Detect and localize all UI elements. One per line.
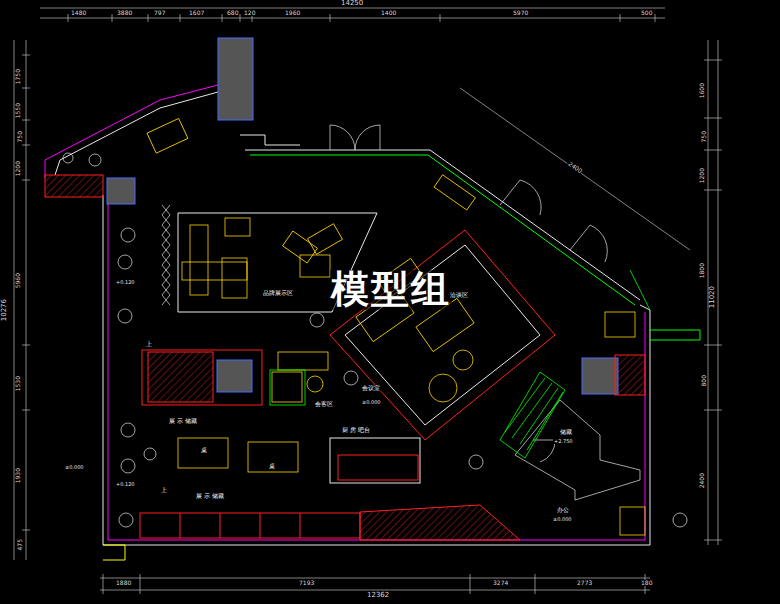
dim: 800 <box>701 374 707 387</box>
stair-note: 上 <box>145 341 153 347</box>
dim: 1550 <box>15 102 21 119</box>
dim: 1960 <box>284 10 301 16</box>
dim: 1480 <box>70 10 87 16</box>
room-label: 会客区 <box>314 401 334 407</box>
level-mark: +0.120 <box>115 482 136 487</box>
watermark: 模型组 <box>330 270 452 310</box>
room-label: 品牌展示区 <box>262 290 294 296</box>
dim: 5960 <box>15 272 21 289</box>
room-label: 展 示 储藏 <box>195 493 225 499</box>
dim: 2400 <box>699 472 705 489</box>
dim: 7193 <box>298 580 315 586</box>
dim: 1750 <box>15 68 21 85</box>
dim: 1607 <box>188 10 205 16</box>
dim: 475 <box>17 538 23 551</box>
dim: 1880 <box>115 580 132 586</box>
room-label: 会议室 <box>361 385 381 391</box>
dim: 2773 <box>576 580 593 586</box>
room-label: 储藏 <box>559 429 573 435</box>
level-mark: +0.120 <box>115 280 136 285</box>
dim-total: 14250 <box>340 0 364 7</box>
dim: 120 <box>243 10 256 16</box>
level-mark: ±0.000 <box>64 465 85 470</box>
furniture-label: 桌 <box>268 463 276 469</box>
dim: 3880 <box>116 10 133 16</box>
level-mark: +2.750 <box>553 439 574 444</box>
room-label: 洽谈区 <box>449 292 469 298</box>
dim-total: 10276 <box>1 298 8 322</box>
dim: 1200 <box>699 167 705 184</box>
dim: 680 <box>226 10 239 16</box>
stair-note: 上 <box>160 487 168 493</box>
dim: 1800 <box>699 262 705 279</box>
room-label: 展 示 储藏 <box>168 418 198 424</box>
dim: 1530 <box>15 375 21 392</box>
dim: 1600 <box>699 82 705 99</box>
dim-total: 12362 <box>366 592 390 599</box>
dim: 1930 <box>15 467 21 484</box>
dim: 180 <box>640 580 653 586</box>
furniture-label: 桌 <box>200 447 208 453</box>
dim: 5970 <box>512 10 529 16</box>
dim-total: 11020 <box>709 285 716 309</box>
dim: 1200 <box>15 160 21 177</box>
dim: 750 <box>701 130 707 143</box>
dim: 797 <box>153 10 166 16</box>
room-label: 厨 房 吧台 <box>341 427 371 433</box>
dim: 2400 <box>566 160 584 175</box>
room-label: 办公 <box>556 507 570 513</box>
dim: 500 <box>640 10 653 16</box>
dim: 1400 <box>380 10 397 16</box>
dim: 750 <box>17 130 23 143</box>
level-mark: ±0.000 <box>552 517 573 522</box>
dim: 3274 <box>492 580 509 586</box>
level-mark: ±0.000 <box>361 400 382 405</box>
